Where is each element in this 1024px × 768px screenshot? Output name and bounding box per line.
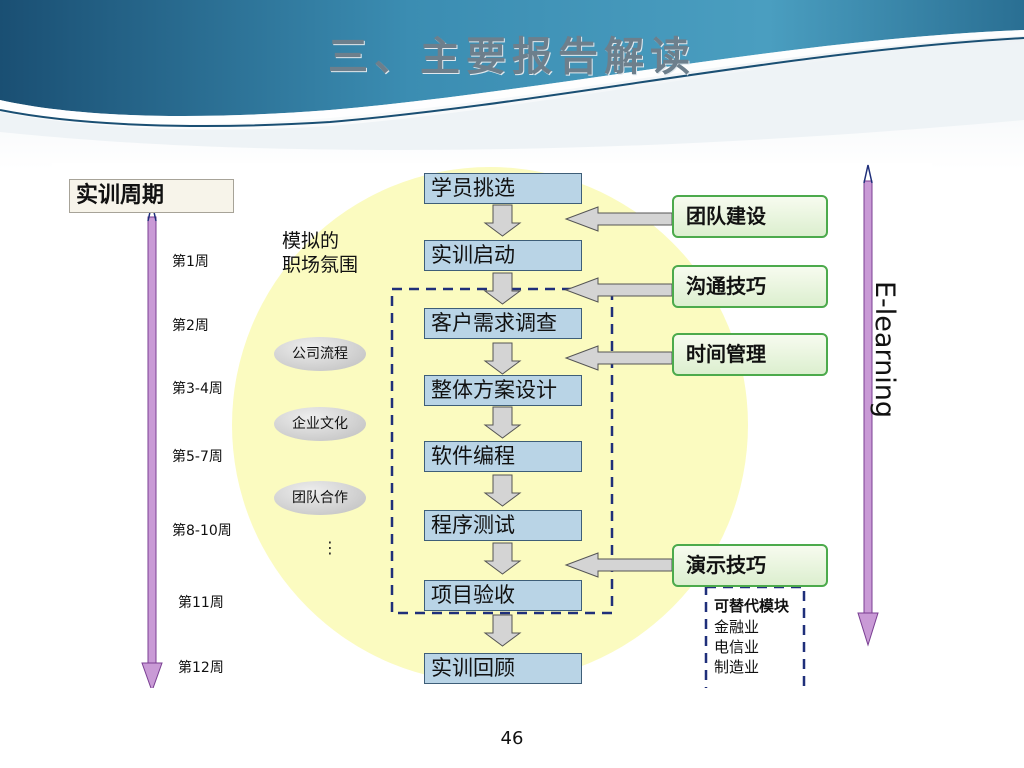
simulated-workplace-label: 模拟的 职场氛围 xyxy=(282,230,359,276)
company-process-oval: 公司流程 xyxy=(274,337,366,371)
skill-team-building: 团队建设 xyxy=(672,195,828,238)
week-label: 第1周 xyxy=(172,254,209,270)
left-arrow-4 xyxy=(564,552,673,578)
teamwork-oval: 团队合作 xyxy=(274,481,366,515)
step-overall-design: 整体方案设计 xyxy=(424,375,582,406)
week-label: 第8-10周 xyxy=(172,523,232,539)
step-training-kickoff: 实训启动 xyxy=(424,240,582,271)
left-arrow-3 xyxy=(564,345,673,371)
elearning-arrow xyxy=(857,164,879,647)
step-software-programming: 软件编程 xyxy=(424,441,582,472)
left-arrow-1 xyxy=(564,206,673,232)
week-label: 第3-4周 xyxy=(172,381,223,397)
down-arrow-3 xyxy=(483,342,522,375)
down-arrow-6 xyxy=(483,542,522,575)
down-arrow-1 xyxy=(483,204,522,237)
title-banner xyxy=(0,0,1024,170)
left-arrow-2 xyxy=(564,277,673,303)
training-period-title: 实训周期 xyxy=(69,179,234,213)
step-student-selection: 学员挑选 xyxy=(424,173,582,204)
down-arrow-2 xyxy=(483,272,522,305)
down-arrow-4 xyxy=(483,406,522,439)
down-arrow-7 xyxy=(483,614,522,647)
slide-title: 三、主要报告解读 xyxy=(328,34,696,80)
diagram-graphics xyxy=(141,164,879,688)
step-down-arrows xyxy=(483,204,522,647)
week-label: 第2周 xyxy=(172,318,209,334)
page-number: 46 xyxy=(500,728,524,749)
week-label: 第5-7周 xyxy=(172,449,223,465)
week-label: 第11周 xyxy=(178,595,224,611)
alternative-item: 制造业 xyxy=(714,658,760,676)
training-cycle-diagram: 实训周期 第1周 第2周 第3-4周 第5-7周 第8-10周 第11周 第12… xyxy=(52,163,932,688)
elearning-label: E-learning xyxy=(869,281,900,418)
skill-arrows xyxy=(564,206,673,578)
alternative-item: 电信业 xyxy=(714,638,760,656)
skill-presentation: 演示技巧 xyxy=(672,544,828,587)
alternatives-dashed-box xyxy=(704,585,806,688)
step-program-testing: 程序测试 xyxy=(424,510,582,541)
skill-communication: 沟通技巧 xyxy=(672,265,828,308)
down-arrow-5 xyxy=(483,474,522,507)
step-training-review: 实训回顾 xyxy=(424,653,582,684)
week-label: 第12周 xyxy=(178,660,224,676)
step-customer-survey: 客户需求调查 xyxy=(424,308,582,339)
more-items-ellipsis: ⋮ xyxy=(322,538,338,557)
skill-time-management: 时间管理 xyxy=(672,333,828,376)
timeline-arrow xyxy=(141,202,163,688)
corporate-culture-oval: 企业文化 xyxy=(274,407,366,441)
alternative-modules-title: 可替代模块 xyxy=(714,597,790,615)
step-project-acceptance: 项目验收 xyxy=(424,580,582,611)
alternative-item: 金融业 xyxy=(714,618,760,636)
